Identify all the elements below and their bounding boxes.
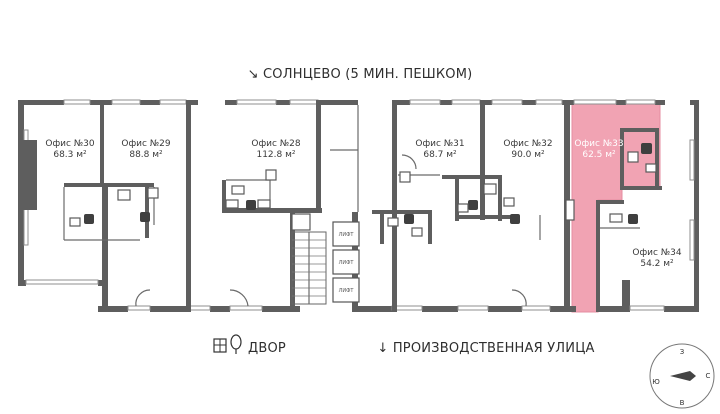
compass-west: Ю (652, 378, 660, 386)
elevator-label-2: ЛИФТ (339, 260, 355, 266)
office-30[interactable]: Офис №30 68.3 м² (45, 139, 95, 160)
staircase (291, 213, 327, 305)
office-32[interactable]: Офис №32 90.0 м² (503, 139, 552, 160)
office-28[interactable]: Офис №28 112.8 м² (251, 139, 301, 160)
office-28-area: 112.8 м² (256, 150, 295, 160)
office-29-area: 88.8 м² (129, 150, 163, 160)
office-33-name: Офис №33 (574, 139, 623, 149)
yard-caption: ДВОР (248, 341, 286, 356)
office-33-area: 62.5 м² (582, 150, 616, 160)
elevator-shafts: ЛИФТ ЛИФТ ЛИФТ (332, 221, 360, 303)
compass-north: З (680, 348, 685, 356)
office-33[interactable]: Офис №33 62.5 м² (574, 139, 623, 160)
office-34-name: Офис №34 (632, 248, 682, 258)
office-29-name: Офис №29 (121, 139, 171, 149)
office-30-name: Офис №30 (45, 139, 95, 149)
compass-icon: З С В Ю (649, 343, 715, 409)
office-30-area: 68.3 м² (53, 150, 87, 160)
outer-walls (18, 100, 699, 312)
office-31-name: Офис №31 (415, 139, 464, 149)
office-33-highlight[interactable] (571, 102, 661, 313)
top-direction-caption: ↘ СОЛНЦЕВО (5 МИН. ПЕШКОМ) (248, 67, 473, 82)
compass-south: В (680, 399, 685, 407)
office-28-name: Офис №28 (251, 139, 301, 149)
office-34-area: 54.2 м² (640, 259, 674, 269)
office-32-name: Офис №32 (503, 139, 552, 149)
bathroom-fixtures (69, 143, 657, 237)
compass-east: С (706, 372, 711, 380)
yard-icon (213, 334, 242, 354)
elevator-label-1: ЛИФТ (339, 232, 355, 238)
office-32-area: 90.0 м² (511, 150, 545, 160)
partitions (63, 105, 640, 307)
street-caption: ↓ ПРОИЗВОДСТВЕННАЯ УЛИЦА (377, 341, 594, 356)
office-29[interactable]: Офис №29 88.8 м² (121, 139, 171, 160)
office-31[interactable]: Офис №31 68.7 м² (415, 139, 464, 160)
office-34[interactable]: Офис №34 54.2 м² (632, 248, 682, 269)
office-31-area: 68.7 м² (423, 150, 457, 160)
elevator-label-3: ЛИФТ (339, 288, 355, 294)
